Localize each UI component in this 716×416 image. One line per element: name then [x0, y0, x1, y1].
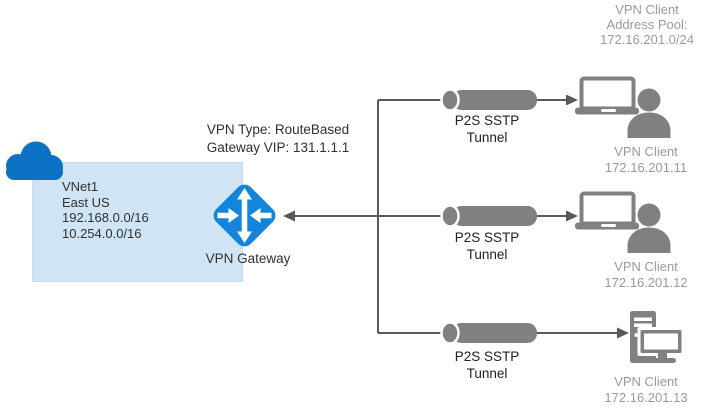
vnet-info: VNet1 East US 192.168.0.0/16 10.254.0.0/… [62, 179, 149, 241]
vpn-client1-icon [575, 76, 671, 138]
vpn-client3-icon [630, 311, 685, 363]
vnet-address-space-1: 192.168.0.0/16 [62, 210, 149, 225]
tunnel1-label: P2S SSTP Tunnel [455, 112, 520, 146]
client3-title: VPN Client [614, 374, 678, 389]
vpn-gateway-icon [213, 184, 276, 247]
client3-label: VPN Client 172.16.201.13 [604, 374, 687, 405]
gateway-vip-line: Gateway VIP: 131.1.1.1 [206, 139, 350, 155]
vnet-region: East US [62, 194, 110, 210]
connector-arrowheads [283, 94, 629, 339]
client2-title: VPN Client [614, 259, 678, 274]
vpn-client-address-pool-label: VPN Client Address Pool: 172.16.201.0/24 [600, 2, 694, 47]
arrowhead-to-client1 [566, 94, 578, 106]
vpn-type-line: VPN Type: RouteBased [206, 122, 350, 137]
client2-label: VPN Client 172.16.201.12 [604, 259, 687, 290]
vnet-box [32, 162, 243, 282]
vnet-name: VNet1 [62, 179, 99, 194]
gateway-properties-label: VPN Type: RouteBased Gateway VIP: 131.1.… [207, 121, 350, 156]
address-pool-line2: Address Pool: [606, 17, 688, 32]
vpn-client2-icon [575, 191, 671, 253]
laptop-icon [575, 191, 639, 230]
desktop-pc-icon [630, 311, 685, 363]
tunnel-pipe-icon-2 [440, 204, 537, 228]
tunnel2-label-line2: Tunnel [466, 247, 508, 262]
address-pool-line1: VPN Client [615, 2, 679, 17]
vpn-gateway-label: VPN Gateway [205, 251, 291, 266]
arrowhead-to-gateway [283, 210, 295, 222]
client1-title: VPN Client [614, 144, 678, 159]
arrowhead-to-client2 [566, 210, 578, 222]
vnet-address-space-2: 10.254.0.0/16 [62, 225, 142, 241]
user-icon [627, 203, 671, 253]
tunnel2-label-line1: P2S SSTP [454, 230, 520, 245]
cloud-icon [6, 141, 63, 180]
tunnel3-label-line2: Tunnel [466, 366, 508, 381]
tunnel-pipe-icon-1 [440, 88, 537, 112]
address-pool-line3: 172.16.201.0/24 [600, 32, 694, 47]
arrowhead-to-client3 [617, 327, 629, 339]
client3-ip: 172.16.201.13 [604, 389, 688, 405]
tunnel-pipe-icon-3 [440, 321, 537, 345]
client2-ip: 172.16.201.12 [604, 274, 688, 290]
tunnel2-label: P2S SSTP Tunnel [455, 229, 520, 263]
vpn-gateway-arrows [217, 188, 272, 243]
tunnel3-label: P2S SSTP Tunnel [455, 348, 520, 382]
user-icon [627, 88, 671, 138]
tunnel3-label-line1: P2S SSTP [454, 349, 520, 364]
tunnel1-label-line2: Tunnel [466, 130, 508, 145]
client1-label: VPN Client 172.16.201.11 [605, 144, 687, 175]
client1-ip: 172.16.201.11 [604, 159, 688, 175]
laptop-icon [575, 76, 639, 115]
tunnel1-label-line1: P2S SSTP [454, 113, 520, 128]
